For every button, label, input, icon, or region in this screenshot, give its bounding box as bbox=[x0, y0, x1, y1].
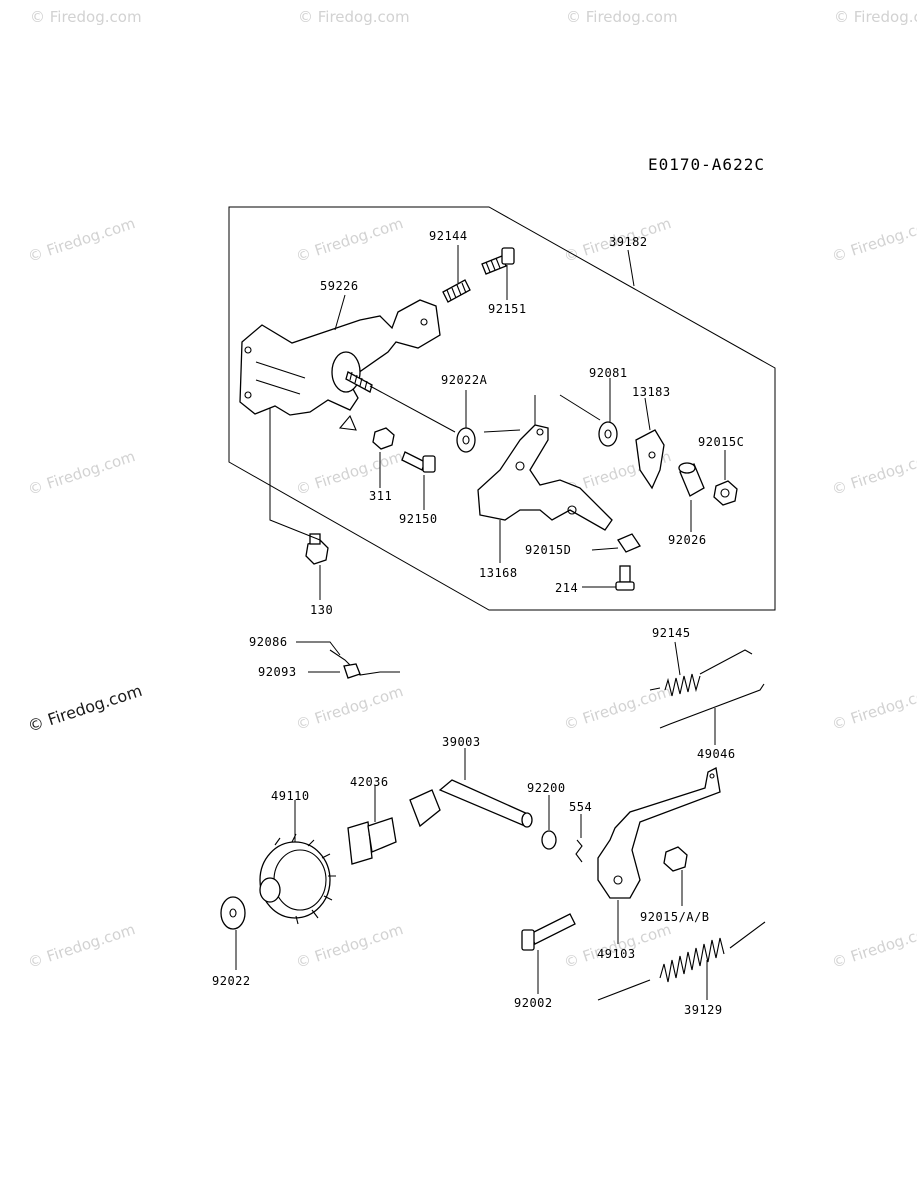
label-92086: 92086 bbox=[249, 635, 288, 649]
screw-92151 bbox=[481, 247, 515, 275]
wire-clip bbox=[329, 649, 400, 679]
gear-49110 bbox=[259, 833, 336, 925]
spring-92144 bbox=[442, 279, 471, 303]
holder-42036 bbox=[347, 817, 397, 865]
label-92150: 92150 bbox=[399, 512, 438, 526]
watermark-featured: © Firedog.com bbox=[25, 681, 144, 736]
label-49110: 49110 bbox=[271, 789, 310, 803]
label-92015C: 92015C bbox=[698, 435, 744, 449]
watermark: © Firedog.com bbox=[26, 920, 138, 972]
label-92151: 92151 bbox=[488, 302, 527, 316]
label-92002: 92002 bbox=[514, 996, 553, 1010]
watermark-layer: © Firedog.com © Firedog.com © Firedog.co… bbox=[25, 8, 917, 972]
label-311: 311 bbox=[369, 489, 392, 503]
washer-92081 bbox=[598, 421, 618, 447]
nut-92015C bbox=[713, 480, 738, 506]
diagram-code: E0170-A622C bbox=[648, 155, 765, 174]
label-92093: 92093 bbox=[258, 665, 297, 679]
washer-92022A bbox=[456, 427, 476, 453]
label-92015D: 92015D bbox=[525, 543, 571, 557]
label-130: 130 bbox=[310, 603, 333, 617]
watermark: © Firedog.com bbox=[26, 447, 138, 499]
rod-49046 bbox=[659, 683, 765, 729]
watermark: © Firedog.com bbox=[566, 8, 678, 26]
label-92015AB: 92015/A/B bbox=[640, 910, 710, 924]
washer-92022 bbox=[220, 896, 246, 930]
label-59226: 59226 bbox=[320, 279, 359, 293]
label-39182: 39182 bbox=[609, 235, 648, 249]
label-49046: 49046 bbox=[697, 747, 736, 761]
label-49103: 49103 bbox=[597, 947, 636, 961]
watermark: © Firedog.com bbox=[294, 682, 406, 734]
label-554: 554 bbox=[569, 800, 592, 814]
spring-92145 bbox=[649, 649, 753, 697]
label-92144: 92144 bbox=[429, 229, 468, 243]
bolt-92002 bbox=[521, 913, 576, 951]
label-13168: 13168 bbox=[479, 566, 518, 580]
watermark: © Firedog.com bbox=[26, 214, 138, 266]
nut-92015AB bbox=[663, 846, 688, 872]
watermark: © Firedog.com bbox=[830, 447, 917, 499]
label-92200: 92200 bbox=[527, 781, 566, 795]
lever-49103 bbox=[597, 767, 721, 899]
part-labels: 92144 39182 59226 92151 92022A 92081 131… bbox=[212, 229, 744, 1017]
watermark: © Firedog.com bbox=[830, 920, 917, 972]
nut-311 bbox=[372, 427, 395, 450]
label-42036: 42036 bbox=[350, 775, 389, 789]
pin-92015D bbox=[617, 533, 641, 553]
shaft-39003 bbox=[409, 779, 533, 828]
label-92026: 92026 bbox=[668, 533, 707, 547]
label-13183: 13183 bbox=[632, 385, 671, 399]
collar-92200 bbox=[541, 830, 557, 850]
bolt-92150 bbox=[401, 451, 436, 473]
collar-92026 bbox=[678, 462, 705, 497]
label-92022: 92022 bbox=[212, 974, 251, 988]
label-214: 214 bbox=[555, 581, 578, 595]
watermark: © Firedog.com bbox=[562, 682, 674, 734]
label-92145: 92145 bbox=[652, 626, 691, 640]
screw-214 bbox=[615, 565, 635, 591]
stud-bolt bbox=[345, 371, 373, 393]
watermark: © Firedog.com bbox=[830, 214, 917, 266]
watermark: © Firedog.com bbox=[298, 8, 410, 26]
watermark: © Firedog.com bbox=[294, 214, 406, 266]
watermark: © Firedog.com bbox=[834, 8, 917, 26]
watermark: © Firedog.com bbox=[830, 682, 917, 734]
plate-13183 bbox=[635, 429, 665, 490]
label-39003: 39003 bbox=[442, 735, 481, 749]
watermark: © Firedog.com bbox=[294, 920, 406, 972]
label-92081: 92081 bbox=[589, 366, 628, 380]
lever-13168 bbox=[477, 424, 613, 531]
pin-554 bbox=[575, 839, 583, 863]
watermark: © Firedog.com bbox=[30, 8, 142, 26]
label-92022A: 92022A bbox=[441, 373, 488, 387]
label-39129: 39129 bbox=[684, 1003, 723, 1017]
spring-39129 bbox=[597, 921, 766, 1001]
